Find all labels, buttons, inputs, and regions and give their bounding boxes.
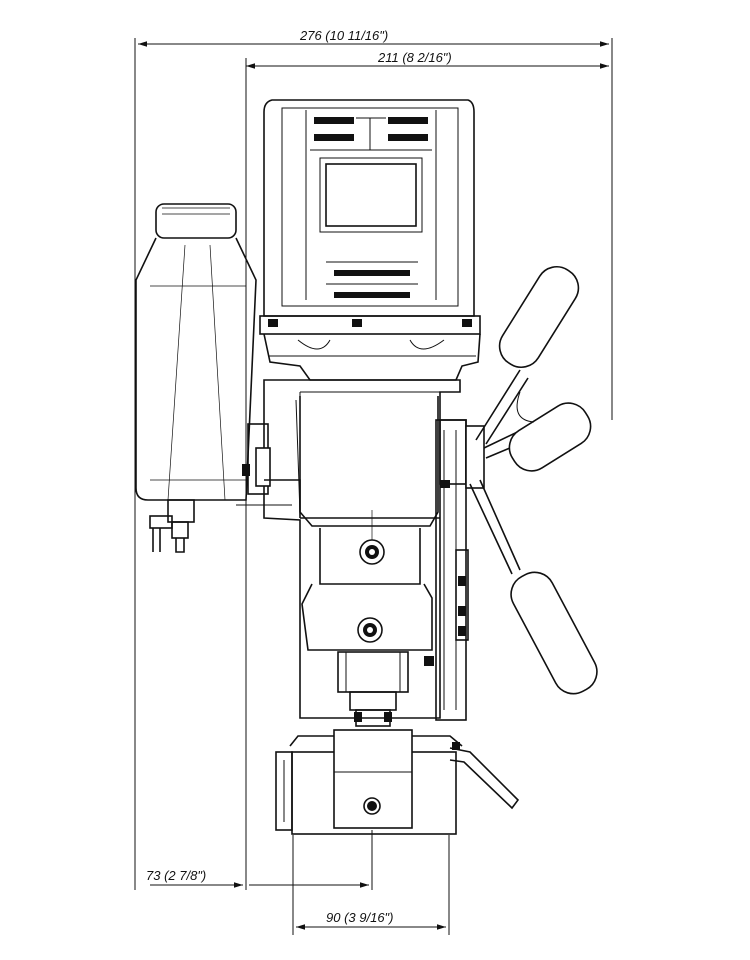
gearbox-body <box>242 379 461 719</box>
column-rack <box>424 419 469 721</box>
magnetic-base <box>275 729 520 835</box>
dimension-overall-width: 276 (10 11/16") <box>134 28 613 890</box>
spindle-offset-label: 73 (2 7/8") <box>146 868 206 883</box>
overall-width-label: 276 (10 11/16") <box>299 28 388 43</box>
motor-housing <box>263 99 475 317</box>
dimension-spindle-offset: 73 (2 7/8") <box>146 830 373 890</box>
motor-clamp-collar <box>259 315 481 381</box>
dimension-base-width: 90 (3 9/16") <box>292 835 450 935</box>
body-width-label: 211 (8 2/16") <box>377 50 452 65</box>
spindle-assembly <box>301 510 433 727</box>
base-width-label: 90 (3 9/16") <box>326 910 394 925</box>
coolant-bottle <box>135 203 292 553</box>
capstan-feed-handles <box>465 265 598 695</box>
